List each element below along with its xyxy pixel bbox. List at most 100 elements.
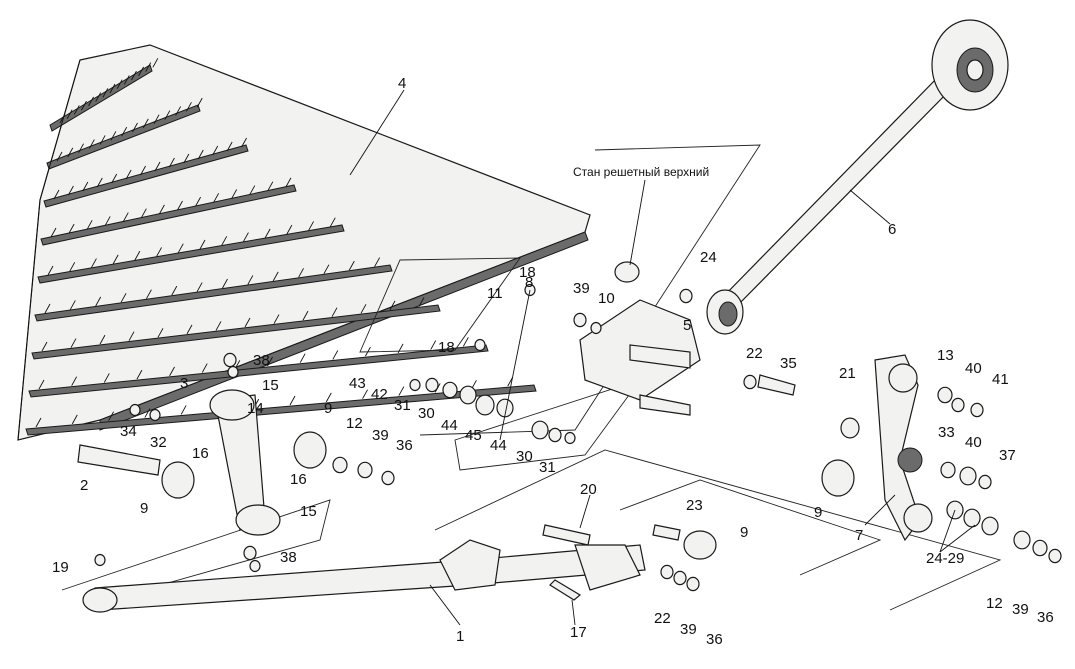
bushings-9 [161,431,855,560]
washer-nut [673,570,687,586]
washer-nut [959,466,977,486]
sieve-tooth [71,414,78,425]
label-4: 4 [398,75,406,92]
sieve-tooth [286,224,293,235]
sieve-slat [28,344,489,398]
sieve-tooth [53,189,60,200]
label-2: 2 [80,477,88,494]
sieve-tooth [197,149,204,160]
sieve-tooth [78,143,84,153]
sieve-tooth [138,66,144,77]
fasteners [94,283,1062,592]
label-23: 23 [686,497,703,514]
label-19: 19 [52,559,69,576]
sieve-tooth [67,147,74,158]
washer-nut [743,374,757,390]
label-37: 37 [999,447,1016,464]
sieve-tooth [99,334,106,345]
sieve-tooth [50,227,57,238]
sieve-tooth [109,83,116,94]
sieve-tooth [249,185,256,195]
label-38-top: 38 [253,352,270,369]
washer-nut [459,385,477,405]
sieve-tooth [164,110,171,120]
sieve-tooth [69,262,76,272]
sieve-tooth [47,265,54,276]
washer-nut [425,377,439,393]
shafts [77,374,796,601]
label-9-lower: 9 [740,524,748,541]
label-16-left: 16 [192,445,209,462]
label-40-top: 40 [965,360,982,377]
washer-nut [381,470,395,486]
sieve-tooth [142,118,149,129]
sieve-tooth [71,376,78,386]
caption-upper-sieve-frame: Стан решетный верхний [573,165,709,179]
sieve-tooth [195,196,201,207]
sieve-tooth [331,307,338,317]
sieve-tooth [418,297,425,307]
sieve-tooth [323,264,330,274]
sieve-tooth [247,275,254,285]
sieve-slat [31,304,441,360]
sieve-tooth [226,141,233,152]
sieve-slat [25,384,537,436]
sieve-tooth [95,296,102,307]
sieve-tooth [325,392,332,403]
washer-nut [981,516,999,536]
sieve-tooth [41,341,48,352]
label-9-right: 9 [814,504,822,521]
sieve-tooth [145,62,152,72]
washer-nut [149,408,161,422]
washer-nut [409,378,421,392]
sieve-tooth [73,105,80,115]
label-44-left: 44 [441,417,458,434]
sieve-tooth [180,405,187,415]
sieve-tooth [88,96,94,107]
label-11: 11 [487,285,503,302]
washer-nut [357,461,373,479]
sieve-tooth [241,137,247,148]
label-31-left: 31 [394,397,411,414]
sieve-tooth [154,161,161,172]
washer-nut [978,474,992,490]
label-6: 6 [888,221,896,238]
sieve-tooth [186,102,192,112]
sieve-tooth [95,92,102,102]
sieve-tooth [332,350,339,360]
label-36-right: 36 [1037,609,1054,626]
washer-nut [1048,548,1062,564]
washer-nut [573,312,587,328]
label-41: 41 [992,371,1009,388]
sieve-tooth [285,177,292,188]
sieve-tooth [120,293,127,303]
sieve-tooth [56,151,63,162]
sieve-tooth [134,250,141,261]
sieve-tooth [171,285,178,296]
sieve-tooth [140,208,147,218]
washer-nut [442,381,458,399]
sieve-slat [40,184,297,246]
sieve-tooth [374,257,381,267]
sieve-tooth [196,282,203,292]
sieve-tooth [128,331,135,341]
sieve-tooth [125,169,132,180]
rocker-arm-6 [719,19,1009,311]
sieve-tooth [196,97,203,108]
label-44-right: 44 [490,437,507,454]
sieve-tooth [136,369,143,380]
sieve-tooth [140,165,146,176]
sieve-tooth [116,79,123,89]
sieve-tooth [289,395,296,406]
sieve-tooth [186,324,193,335]
sieve-tooth [462,337,469,347]
sieve-tooth [169,157,175,168]
sieve-tooth [177,243,184,253]
label-30-right: 30 [516,448,533,465]
label-20: 20 [580,481,597,498]
washer-nut [963,508,981,528]
label-40-mid: 40 [965,434,982,451]
label-42: 42 [371,386,388,403]
label-9-left: 9 [140,500,148,517]
